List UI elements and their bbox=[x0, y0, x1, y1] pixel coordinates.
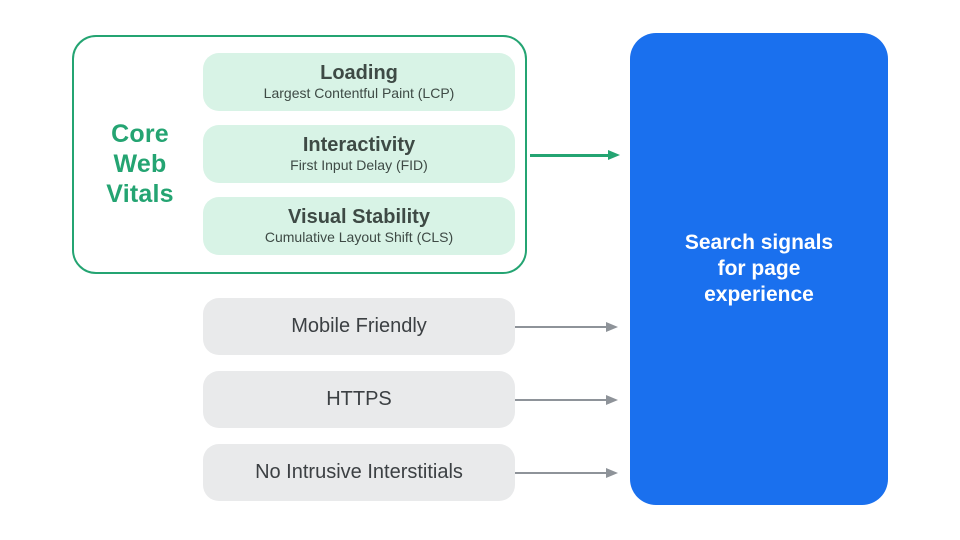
vital-box-visual-stability: Visual Stability Cumulative Layout Shift… bbox=[203, 197, 515, 255]
https-arrow-icon bbox=[515, 394, 618, 405]
no-intrusive-interstitials-arrow-icon bbox=[515, 467, 618, 478]
factor-box-no-intrusive-interstitials: No Intrusive Interstitials bbox=[203, 444, 515, 501]
vital-box-interactivity: Interactivity First Input Delay (FID) bbox=[203, 125, 515, 183]
search-signals-box: Search signals for page experience bbox=[630, 33, 888, 505]
vital-subtitle-lcp: Largest Contentful Paint (LCP) bbox=[263, 85, 455, 101]
vital-title-loading: Loading bbox=[320, 62, 398, 84]
vital-title-visual-stability: Visual Stability bbox=[288, 206, 430, 228]
mobile-friendly-arrow-icon bbox=[515, 321, 618, 332]
factor-box-mobile-friendly: Mobile Friendly bbox=[203, 298, 515, 355]
search-signals-label: Search signals for page experience bbox=[684, 231, 834, 306]
core-web-vitals-arrow-icon bbox=[530, 150, 620, 159]
core-web-vitals-label: Core Web Vitals bbox=[106, 120, 174, 208]
vital-subtitle-cls: Cumulative Layout Shift (CLS) bbox=[264, 229, 454, 245]
vital-title-interactivity: Interactivity bbox=[302, 134, 416, 156]
vital-subtitle-fid: First Input Delay (FID) bbox=[290, 157, 428, 173]
factor-box-https: HTTPS bbox=[203, 371, 515, 428]
vital-box-loading: Loading Largest Contentful Paint (LCP) bbox=[203, 53, 515, 111]
